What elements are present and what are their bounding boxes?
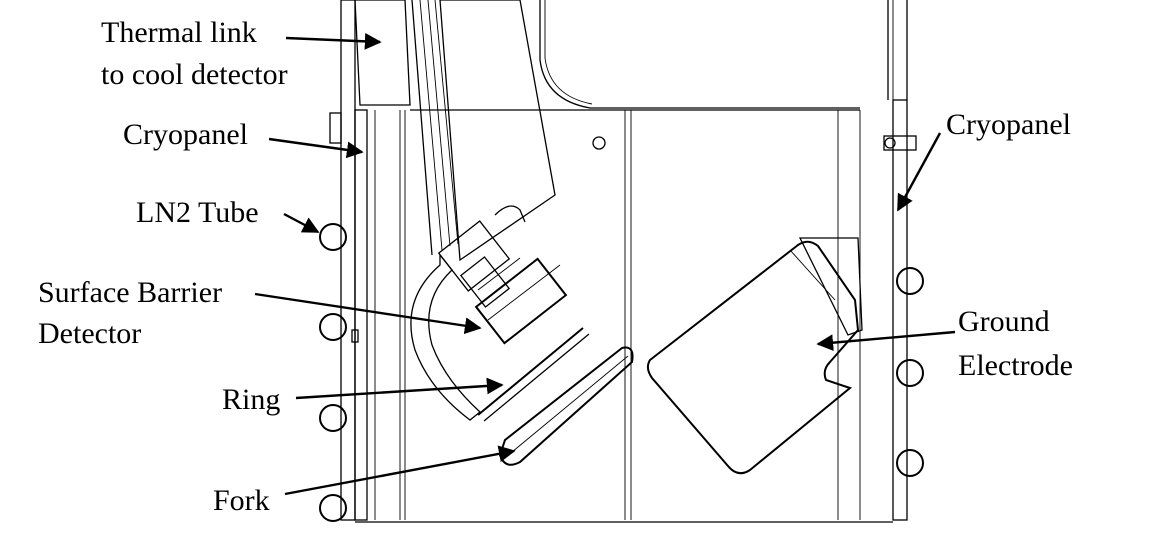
ring-part [477,327,590,422]
label-surface-barrier-2: Detector [38,317,141,350]
fork-part [498,346,634,466]
arrow-cryopanel-right [896,132,942,212]
surface-barrier-detector-body [437,220,568,345]
leader-arrows [254,32,956,496]
label-ln2-tube: LN2 Tube [136,196,259,229]
right-wall [837,0,917,521]
arrow-ground-electrode [816,330,956,352]
arrow-surface-barrier [254,292,482,335]
label-cryopanel-left: Cryopanel [123,118,248,151]
arrow-ring [295,377,504,400]
chamber-frame [355,0,893,523]
arrow-cryopanel-left [268,137,364,159]
ln2-tubes-left [319,223,359,522]
arrow-fork [284,445,516,496]
thermal-link [354,0,411,106]
label-ground-electrode-2: Electrode [958,349,1073,382]
ln2-tubes-right [896,267,924,477]
label-thermal-link-2: to cool detector [101,58,288,91]
left-wall [329,0,406,521]
label-ground-electrode-1: Ground [958,305,1050,338]
label-ring: Ring [222,383,280,416]
label-thermal-link-1: Thermal link [101,16,257,49]
ground-electrode-part [646,237,863,475]
arrow-ln2-tube [283,212,320,234]
label-surface-barrier-1: Surface Barrier [38,276,222,309]
detector-arm [410,0,556,421]
label-cryopanel-right: Cryopanel [946,108,1071,141]
label-fork: Fork [213,484,270,517]
arrow-thermal-link [285,32,382,50]
